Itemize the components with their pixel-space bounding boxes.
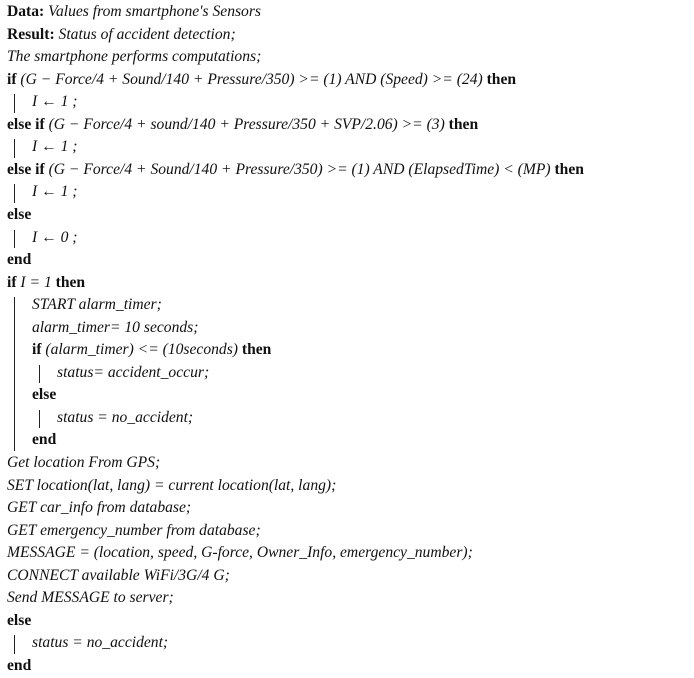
statement-text: (G − Force/4 + sound/140 + Pressure/350 …	[44, 115, 449, 133]
keyword: end	[32, 431, 57, 449]
block-bar	[14, 635, 15, 654]
block-bar	[14, 139, 15, 158]
algorithm-line: START alarm_timer;	[32, 294, 162, 316]
statement-text: Status of accident detection;	[54, 25, 236, 43]
keyword: else	[32, 386, 57, 404]
statement-text: Get location From GPS;	[7, 454, 161, 471]
algorithm-line: if I = 1 then	[7, 272, 85, 294]
statement-text: status= accident_occur;	[57, 363, 210, 381]
keyword: then	[55, 273, 86, 291]
keyword: if	[7, 70, 17, 88]
block-bar	[14, 184, 15, 203]
keyword: then	[448, 115, 479, 133]
algorithm-line: status = no_accident;	[57, 407, 193, 429]
keyword: end	[7, 251, 32, 269]
algorithm-line: if (G − Force/4 + Sound/140 + Pressure/3…	[7, 69, 516, 91]
algorithm-line: The smartphone performs computations;	[7, 46, 261, 68]
statement-text: alarm_timer= 10 seconds;	[32, 318, 199, 336]
statement-text: I ← 1 ;	[32, 183, 78, 201]
statement-text: (G − Force/4 + Sound/140 + Pressure/350)…	[16, 70, 487, 88]
algorithm-line: I ← 1 ;	[32, 136, 77, 158]
algorithm-line: else	[32, 384, 56, 406]
statement-text: Send MESSAGE to server;	[7, 589, 174, 607]
algorithm-line: if (alarm_timer) <= (10seconds) then	[32, 339, 271, 361]
statement-text: Values from smartphone's Sensors	[44, 3, 261, 20]
statement-text: (G − Force/4 + Sound/140 + Pressure/350)…	[44, 160, 555, 178]
statement-text: MESSAGE = (location, speed, G-force, Own…	[7, 544, 473, 562]
statement-text: status = no_accident;	[32, 634, 169, 652]
block-bar	[14, 94, 15, 113]
keyword: then	[241, 341, 272, 359]
algorithm-line: CONNECT available WiFi/3G/4 G;	[7, 565, 230, 587]
algorithm-line: Send MESSAGE to server;	[7, 587, 174, 609]
algorithm-line: end	[7, 655, 31, 677]
algorithm-line: GET car_info from database;	[7, 497, 191, 519]
keyword: else	[7, 611, 32, 629]
statement-text: GET car_info from database;	[7, 499, 192, 517]
keyword: Data:	[7, 3, 45, 20]
algorithm-line: Data: Values from smartphone's Sensors	[7, 1, 261, 23]
statement-text: SET location(lat, lang) = current locati…	[7, 476, 337, 494]
algorithm-line: SET location(lat, lang) = current locati…	[7, 475, 336, 497]
algorithm-line: I ← 1 ;	[32, 181, 77, 203]
keyword: end	[7, 656, 32, 674]
block-bar	[39, 409, 40, 429]
keyword: else	[7, 205, 32, 223]
algorithm-line: end	[32, 429, 56, 451]
block-bar	[39, 364, 40, 384]
statement-text: I ← 1 ;	[32, 93, 78, 111]
algorithm-line: else	[7, 204, 31, 226]
algorithm-line: status = no_accident;	[32, 632, 168, 654]
block-bar	[14, 229, 15, 249]
algorithm-line: Get location From GPS;	[7, 452, 160, 474]
block-bar	[14, 297, 15, 451]
algorithm-line: I ← 1 ;	[32, 91, 77, 113]
statement-text: GET emergency_number from database;	[7, 521, 261, 539]
algorithm-line: status= accident_occur;	[57, 362, 209, 384]
statement-text: I ← 1 ;	[32, 138, 78, 156]
statement-text: I ← 0 ;	[32, 228, 78, 246]
keyword: Result:	[7, 25, 55, 43]
statement-text: I = 1	[16, 273, 56, 291]
statement-text: START alarm_timer;	[32, 296, 162, 314]
keyword: else if	[7, 115, 45, 133]
algorithm-line: else if (G − Force/4 + Sound/140 + Press…	[7, 159, 584, 181]
algorithm-line: GET emergency_number from database;	[7, 520, 261, 542]
algorithm-line: else	[7, 610, 31, 632]
statement-text: (alarm_timer) <= (10seconds)	[41, 341, 242, 359]
algorithm-line: Result: Status of accident detection;	[7, 24, 236, 46]
algorithm-line: I ← 0 ;	[32, 227, 77, 249]
keyword: if	[32, 341, 42, 359]
algorithm-line: alarm_timer= 10 seconds;	[32, 317, 198, 339]
algorithm-line: end	[7, 249, 31, 271]
keyword: if	[7, 273, 17, 291]
algorithm-line: else if (G − Force/4 + sound/140 + Press…	[7, 114, 478, 136]
keyword: else if	[7, 160, 45, 178]
keyword: then	[554, 160, 584, 178]
statement-text: The smartphone performs computations;	[7, 48, 262, 66]
keyword: then	[486, 70, 517, 88]
algorithm-line: MESSAGE = (location, speed, G-force, Own…	[7, 542, 473, 564]
statement-text: status = no_accident;	[57, 408, 194, 426]
statement-text: CONNECT available WiFi/3G/4 G;	[7, 566, 230, 584]
